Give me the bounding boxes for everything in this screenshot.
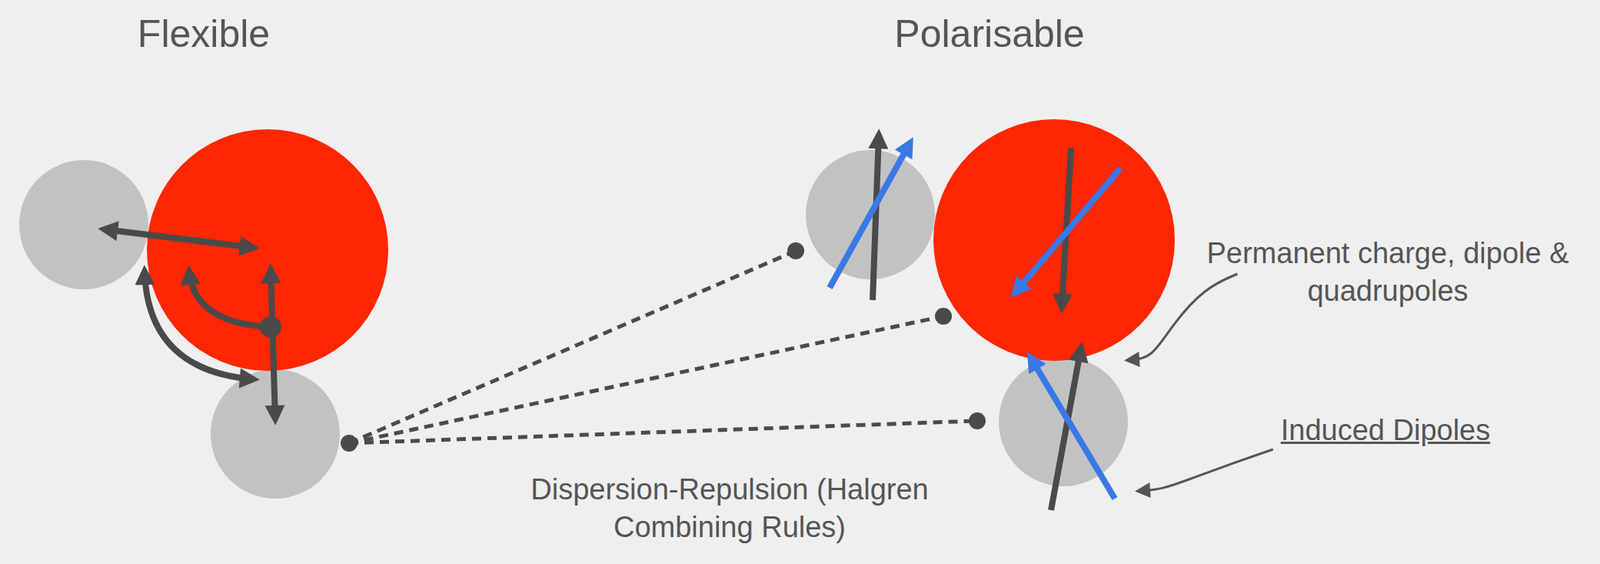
leader-lines xyxy=(1128,273,1274,491)
dashed-line xyxy=(349,250,796,443)
hydrogen-atom xyxy=(19,159,149,290)
end-dot xyxy=(787,242,805,260)
oxygen-atom xyxy=(146,129,389,371)
permanent-dipole-arrow xyxy=(872,134,879,300)
oxygen-atom xyxy=(933,119,1175,361)
pivot-dot xyxy=(259,316,282,338)
callout-label: Induced Dipoles xyxy=(1224,411,1547,450)
angle-bend-arrow xyxy=(144,270,254,380)
hydrogen-atom xyxy=(998,356,1128,486)
section-heading: Flexible xyxy=(80,9,327,60)
end-dot xyxy=(934,307,952,325)
section-heading: Polarisable xyxy=(828,9,1151,60)
bond-stretch-arrow xyxy=(103,229,254,248)
induced-dipole-arrow xyxy=(1014,168,1121,293)
end-dot xyxy=(340,434,358,452)
polarisable-molecule xyxy=(805,119,1175,510)
induced-dipole-arrow xyxy=(1030,356,1115,499)
bond-stretch-arrow xyxy=(270,269,276,420)
dispersion-lines xyxy=(349,250,978,443)
end-dot xyxy=(968,412,986,430)
leader-arrow xyxy=(1128,273,1238,360)
interaction-label: Dispersion-Repulsion (Halgren Combining … xyxy=(529,470,930,547)
angle-bend-arrow xyxy=(189,270,271,327)
dashed-line xyxy=(349,420,978,443)
leader-arrow xyxy=(1139,449,1274,491)
flexible-molecule xyxy=(19,129,389,499)
callout-label: Permanent charge, dipole & quadrupoles xyxy=(1195,234,1581,311)
dashed-line xyxy=(349,316,944,443)
induced-dipole-arrow xyxy=(829,142,911,288)
